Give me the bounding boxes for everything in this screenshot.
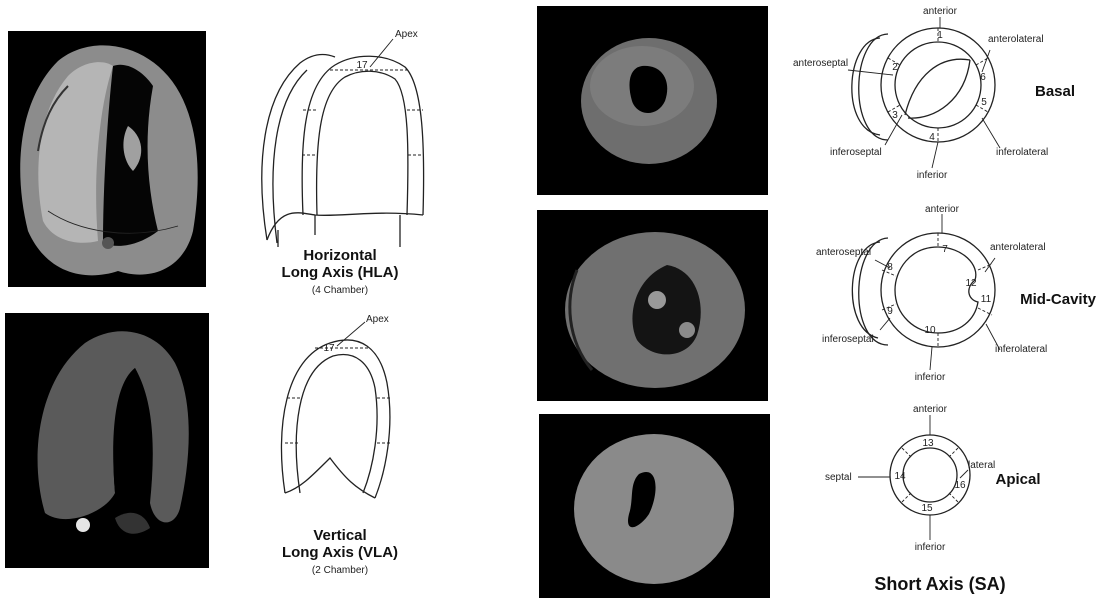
- basal-diagram: 1 2 3 4 5 6 anterior anterolateral anter…: [790, 0, 1108, 190]
- mid-title: Mid-Cavity: [1020, 291, 1097, 308]
- apical-seg-16: 16: [954, 480, 966, 491]
- mid-anteroseptal-label: anteroseptal: [816, 247, 871, 258]
- apical-seg-13: 13: [922, 438, 934, 449]
- mid-inferior-label: inferior: [915, 372, 946, 383]
- vla-subtitle: (2 Chamber): [312, 565, 368, 576]
- basal-inner-ring: [895, 42, 981, 128]
- apical-anterior-label: anterior: [913, 404, 948, 415]
- mid-inner-ring: [895, 247, 978, 333]
- basal-outer-ring: [881, 28, 995, 142]
- basal-seg-3: 3: [892, 110, 898, 121]
- mid-inferolateral-label: inferolateral: [995, 344, 1047, 355]
- basal-seg-5: 5: [981, 97, 987, 108]
- mid-seg-9: 9: [887, 306, 893, 317]
- mid-anterolateral-label: anterolateral: [990, 242, 1046, 253]
- mid-seg-11: 11: [981, 294, 992, 305]
- basal-anteroseptal-label: anteroseptal: [793, 58, 848, 69]
- hla-diagram: Apex 17 Horizontal Long Axis (HLA) (4 Ch…: [245, 25, 445, 310]
- basal-seg-4: 4: [929, 132, 935, 143]
- vla-lv-inner: [296, 355, 377, 493]
- hla-title-line2: Long Axis (HLA): [282, 264, 399, 281]
- apical-seg-15: 15: [921, 503, 933, 514]
- vla-apex-label: Apex: [366, 314, 389, 325]
- mid-seg-7: 7: [942, 244, 948, 255]
- mid-diagram: 7 8 9 10 11 12 anterior anterolateral an…: [790, 200, 1108, 390]
- hla-apex-label: Apex: [395, 29, 418, 40]
- vla-diagram: Apex 17 Vertical Long Axis (VLA) (2 Cham…: [255, 308, 435, 593]
- basal-inferoseptal-label: inferoseptal: [830, 147, 882, 158]
- hla-subtitle: (4 Chamber): [312, 285, 368, 296]
- vla-title-line1: Vertical: [313, 527, 366, 544]
- basal-anterolateral-label: anterolateral: [988, 34, 1044, 45]
- apical-septal-label: septal: [825, 472, 852, 483]
- basal-seg-6: 6: [980, 72, 986, 83]
- hla-rv-wall: [262, 55, 335, 240]
- mid-outer-ring: [881, 233, 995, 347]
- mid-anterior-label: anterior: [925, 204, 960, 215]
- vla-segment-17: 17: [323, 343, 335, 354]
- mid-seg-10: 10: [924, 325, 936, 336]
- apical-inner-ring: [903, 448, 957, 502]
- basal-seg-1: 1: [937, 30, 943, 41]
- apical-lateral-label: lateral: [968, 460, 995, 471]
- basal-inferolateral-label: inferolateral: [996, 147, 1048, 158]
- mid-inferoseptal-label: inferoseptal: [822, 334, 874, 345]
- basal-seg-2: 2: [892, 62, 898, 73]
- vla-title-line2: Long Axis (VLA): [282, 544, 398, 561]
- apical-diagram: 13 14 15 16 anterior septal lateral infe…: [790, 400, 1108, 598]
- basal-inferior-label: inferior: [917, 170, 948, 181]
- hla-lv-inner: [317, 71, 408, 215]
- basal-anterior-label: anterior: [923, 6, 958, 17]
- basal-mri-image: [537, 6, 768, 195]
- apical-title: Apical: [995, 471, 1040, 488]
- apical-inferior-label: inferior: [915, 542, 946, 553]
- basal-title: Basal: [1035, 83, 1075, 100]
- short-axis-title: Short Axis (SA): [874, 574, 1005, 594]
- apical-seg-14: 14: [894, 471, 906, 482]
- hla-lv-outer: [302, 56, 424, 215]
- hla-title-line1: Horizontal: [303, 247, 376, 264]
- vla-mri-image: [5, 313, 209, 568]
- hla-segment-17: 17: [356, 60, 368, 71]
- apical-mri-image: [539, 414, 770, 598]
- mid-mri-image: [537, 210, 768, 401]
- hla-mri-image: [8, 31, 206, 287]
- mid-seg-12: 12: [965, 278, 977, 289]
